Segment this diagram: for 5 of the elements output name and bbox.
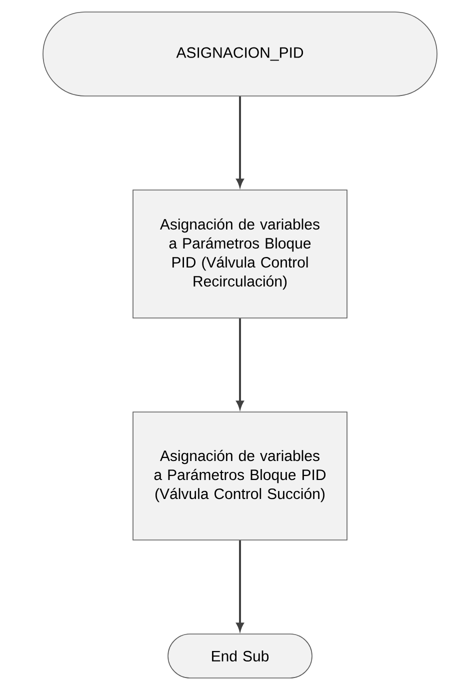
arrow — [236, 318, 244, 409]
arrow — [236, 540, 244, 631]
arrow — [236, 96, 244, 187]
process-box: Asignación de variables a Parámetros Bloque PID (Válvula Control Recirculación) — [132, 190, 348, 318]
process-box: Asignación de variables a Parámetros Bloque PID (Válvula Control Succión) — [132, 412, 348, 540]
